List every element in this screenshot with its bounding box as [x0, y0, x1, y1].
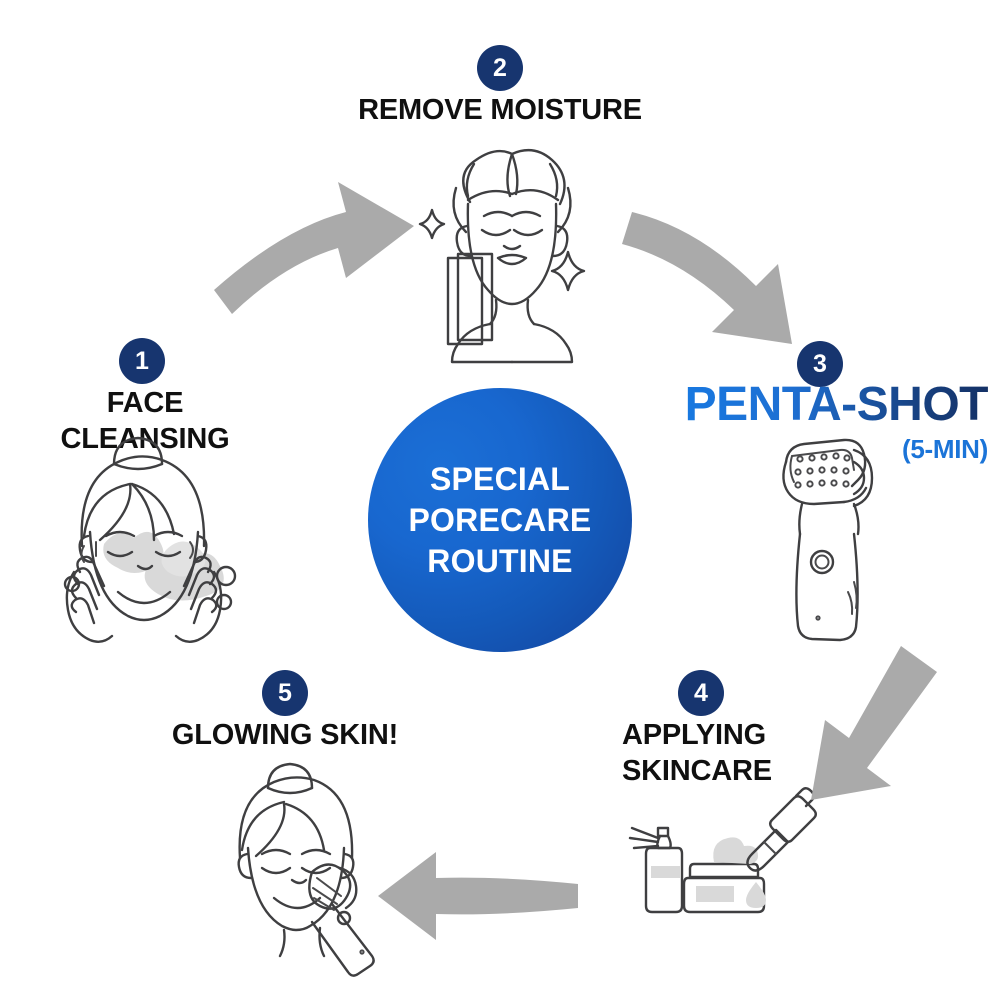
step-label-penta-shot-wrap: PENTA-SHOT (5-MIN) [648, 378, 989, 465]
arrow-step2-to-step3 [622, 212, 792, 344]
step-badge-4: 4 [678, 670, 724, 716]
step-badge-5: 5 [262, 670, 308, 716]
step-badge-3: 3 [797, 341, 843, 387]
step-badge-2: 2 [477, 45, 523, 91]
arrow-step3-to-step4 [811, 646, 937, 800]
woman-using-device-icon [222, 762, 407, 977]
step-label-glowing-skin: GLOWING SKIN! [171, 719, 399, 751]
step-badge-1: 1 [119, 338, 165, 384]
microneedling-device-icon [762, 432, 894, 642]
center-circle-title: SPECIAL PORECARE ROUTINE [408, 460, 592, 579]
arrow-step1-to-step2 [214, 182, 414, 314]
step-label-applying-skincare: APPLYING SKINCARE [622, 719, 772, 787]
step-label-remove-moisture: REMOVE MOISTURE [358, 94, 642, 126]
woman-hair-towel-icon [412, 142, 612, 364]
skincare-products-icon [604, 786, 819, 921]
center-circle: SPECIAL PORECARE ROUTINE [368, 388, 632, 652]
step-sublabel-penta-shot-duration: (5-MIN) [902, 434, 988, 464]
arrow-step4-to-step5 [378, 852, 578, 940]
woman-washing-face-icon [62, 424, 312, 654]
step-label-penta-shot: PENTA-SHOT [684, 378, 989, 431]
